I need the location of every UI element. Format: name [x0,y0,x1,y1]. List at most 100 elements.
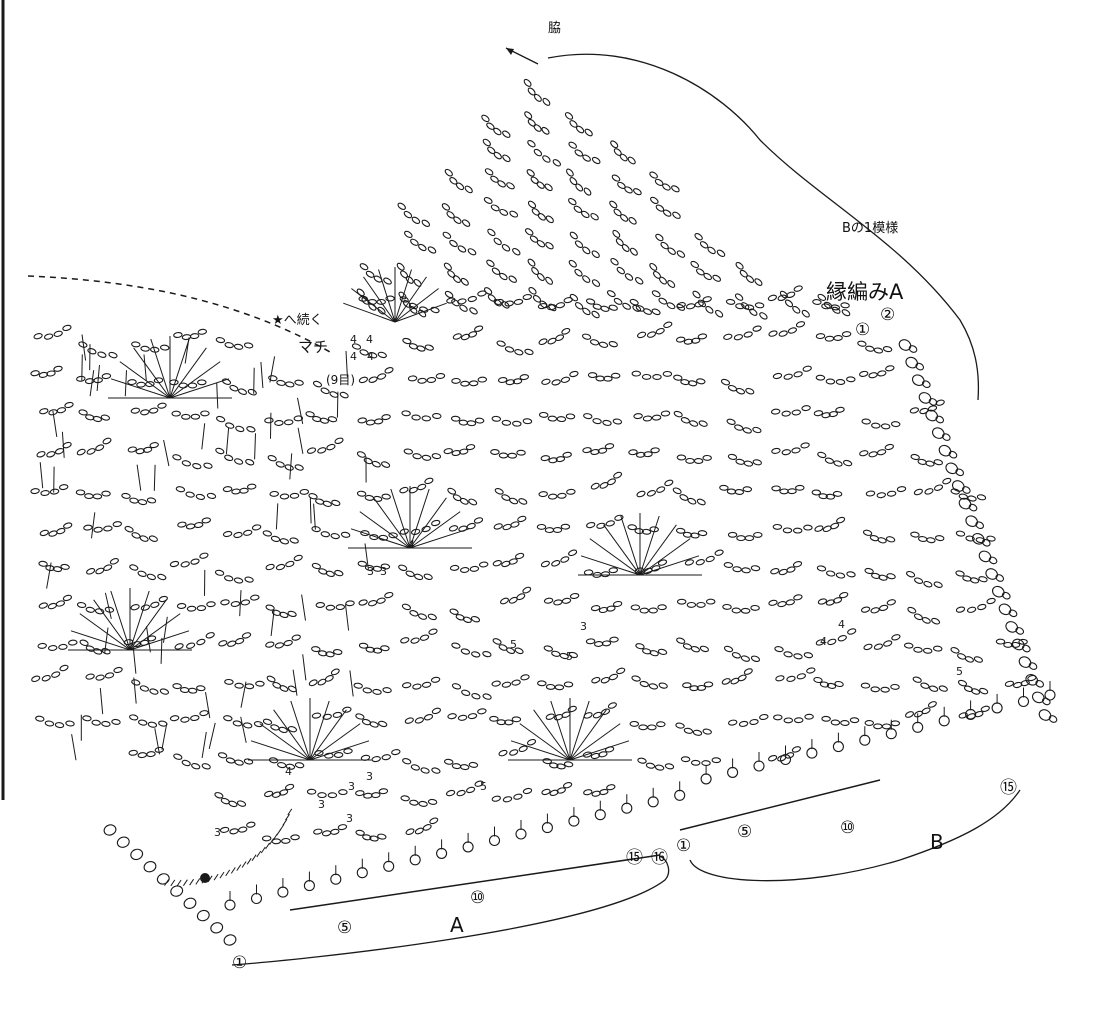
chain-stitch [156,873,170,885]
chain-stitch [905,356,919,369]
chain-stitch [371,460,381,468]
chain-stitch [770,408,781,415]
chain-stitch [364,494,375,501]
chain-stitch [359,349,369,356]
chain-stitch [414,573,424,581]
chain-stitch [584,128,593,137]
chain-stitch [1018,638,1028,645]
chain-stitch [104,672,115,679]
chain-stitch [648,683,659,690]
chain-stitch [860,682,871,689]
chain-stitch [384,591,394,599]
chain-stitch [839,591,849,599]
chain-stitch [926,537,936,544]
chain-stitch [986,597,996,605]
chain-stitch [613,471,623,479]
chain-stitch [412,683,422,690]
chain-stitch [842,459,853,467]
chain-stitch [610,372,621,379]
a-row-1: ① [232,953,248,973]
double-crochet-stitch [253,367,255,394]
chain-stitch [676,598,687,605]
chain-stitch [581,333,592,340]
chain-stitch [891,634,901,641]
chain-stitch [337,824,348,831]
label-section-b: B [930,830,944,854]
chain-stitch [177,521,187,528]
chain-stitch [206,601,216,608]
chain-stitch [507,452,518,459]
chain-stitch [427,798,438,805]
double-crochet-stitch [639,515,660,576]
chain-stitch [317,447,327,454]
b-row-10: ⑩ [840,818,856,838]
chain-stitch [964,656,974,663]
chain-stitch [589,339,600,346]
chain-stitch [460,648,471,655]
stitch-count: 4 [367,350,374,363]
chain-stitch [138,719,148,726]
dashed-outline [27,275,331,353]
chain-stitch [628,216,637,225]
double-crochet-stitch [81,334,87,361]
chain-stitch [65,720,75,727]
chain-stitch [753,531,763,538]
chain-stitch [547,415,558,422]
chain-stitch [100,414,111,421]
chain-stitch [1035,679,1045,688]
chain-stitch [157,573,167,581]
chain-stitch [519,374,530,381]
chain-stitch [591,250,600,259]
chain-stitch [459,567,470,573]
chain-stitch [68,639,78,646]
chain-stitch [671,185,680,193]
label-gusset-stitches: (9目) [326,373,355,387]
chain-stitch [672,211,681,219]
stitch-count: 4 [820,635,827,648]
chain-stitch [266,675,276,683]
double-crochet-stitch [260,361,264,389]
chain-stitch [542,758,552,765]
chain-stitch [551,650,561,657]
double-crochet-stitch [301,594,306,621]
chain-stitch [498,749,508,757]
chain-stitch [173,332,183,338]
label-star-continue: ★へ続く [272,313,323,328]
chain-stitch [735,458,745,465]
chain-stitch [317,650,328,657]
chain-stitch [237,388,248,395]
double-crochet-stitch [273,709,311,761]
chain-stitch [840,302,850,309]
chain-stitch [813,410,824,417]
chain-stitch [658,682,668,689]
chain-stitch [279,611,289,619]
chain-stitch [311,562,322,570]
chain-stitch [655,327,665,335]
chain-stitch [727,453,738,460]
double-crochet-stitch [287,808,293,816]
chain-stitch [544,527,555,534]
chain-stitch [726,488,737,495]
double-crochet-stitch [533,709,571,761]
chain-stitch [545,713,555,720]
chain-stitch [803,524,813,531]
double-crochet-stitch [580,555,641,576]
chain-stitch [497,180,506,188]
chain-stitch [777,601,787,608]
chain-stitch [885,728,897,740]
chain-stitch [878,604,889,612]
chain-stitch [696,498,706,506]
chain-stitch [512,247,521,256]
chain-stitch [271,609,282,616]
chain-stitch [870,607,880,614]
chain-stitch [451,449,461,457]
chain-stitch [568,549,578,557]
stitch-count: 4 [366,333,373,346]
chain-stitch [582,307,591,316]
chain-stitch [78,409,88,416]
b-row-1: ① [676,836,692,856]
chain-stitch [651,308,661,316]
double-crochet-stitch [170,879,176,887]
chain-stitch [269,490,279,497]
chain-stitch [502,130,511,138]
